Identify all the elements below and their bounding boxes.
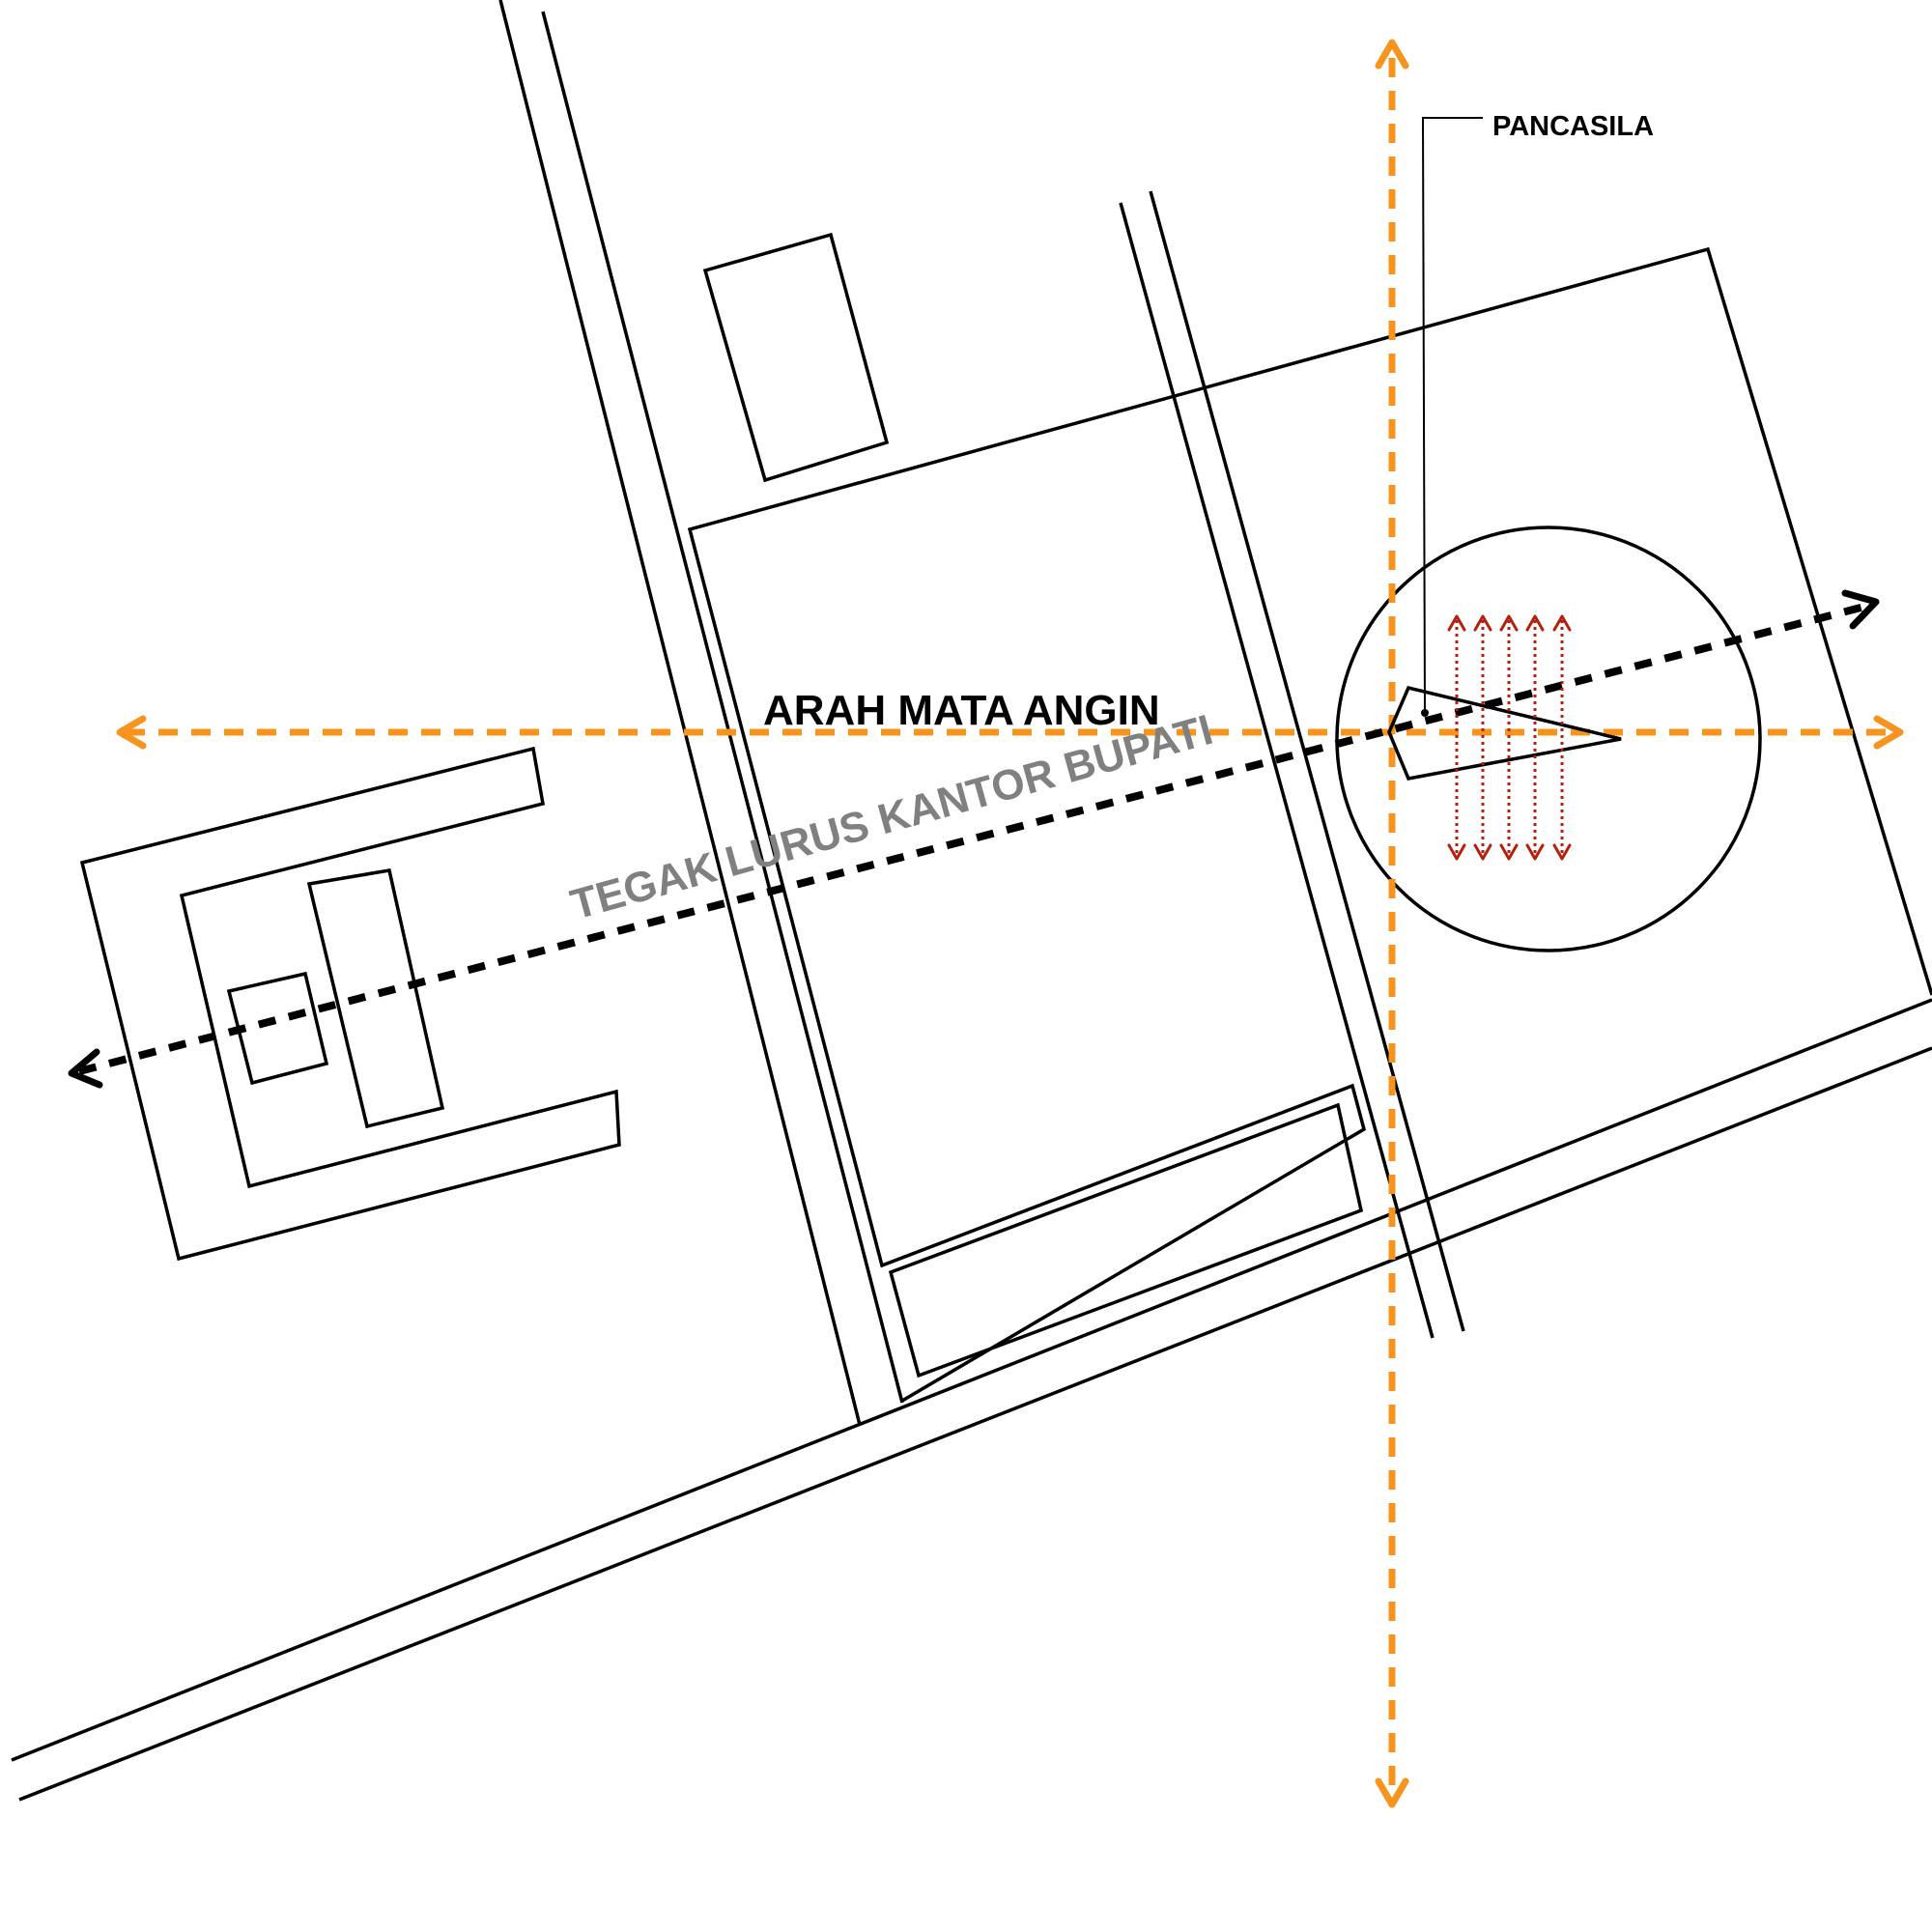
monument-arrowhead xyxy=(1525,843,1545,861)
monument-arrowhead xyxy=(1552,614,1572,632)
office-axis-east-arrowhead xyxy=(1841,589,1880,630)
monument-arrowhead xyxy=(1473,843,1492,861)
office-axis-line xyxy=(77,603,1866,1075)
monument-arrowhead xyxy=(1525,614,1545,632)
monument-arrowhead xyxy=(1447,614,1466,632)
monument-arrows xyxy=(1447,614,1572,861)
buildings xyxy=(79,232,1932,1403)
office-complex-small-block xyxy=(226,971,329,1086)
monument-arrowhead xyxy=(1552,843,1572,861)
monument-plaza-circle xyxy=(1335,526,1762,952)
roads xyxy=(11,0,1932,1802)
road-west-edge-inner xyxy=(541,11,904,1404)
wind-direction-label: ARAH MATA ANGIN xyxy=(763,687,1160,734)
office-complex-outer xyxy=(79,746,621,1262)
monument-arrowhead xyxy=(1499,843,1519,861)
pancasila-monument xyxy=(1387,685,1622,781)
south-arrowhead xyxy=(1375,1777,1409,1808)
pancasila-leader-line xyxy=(1421,117,1483,714)
north-arrowhead xyxy=(1375,39,1409,70)
north-building xyxy=(702,232,890,483)
pancasila-label: PANCASILA xyxy=(1492,111,1654,142)
monument-arrowhead xyxy=(1499,614,1519,632)
road-east-edge-inner xyxy=(1149,190,1465,1332)
office-complex-block xyxy=(306,867,445,1129)
monument-arrowhead xyxy=(1447,843,1466,861)
office-axis-west-arrowhead xyxy=(68,1048,103,1089)
central-plot-outline xyxy=(687,386,1367,1403)
office-alignment-axis xyxy=(68,589,1880,1089)
east-arrowhead xyxy=(1873,715,1904,750)
east-plot-outline xyxy=(1202,246,1932,996)
monument-arrowhead xyxy=(1473,614,1492,632)
road-east-edge-outer xyxy=(1119,202,1435,1339)
cardinal-axes xyxy=(116,39,1904,1808)
road-south-edge-outer xyxy=(11,998,1932,1762)
office-axis-label: TEGAK LURUS KANTOR BUPATI xyxy=(566,706,1218,929)
south-building xyxy=(888,1102,1364,1378)
pancasila-monument-group xyxy=(1387,117,1622,861)
road-west-edge-outer xyxy=(498,0,862,1426)
west-arrowhead xyxy=(116,715,147,750)
road-south-edge-inner xyxy=(18,1046,1932,1802)
